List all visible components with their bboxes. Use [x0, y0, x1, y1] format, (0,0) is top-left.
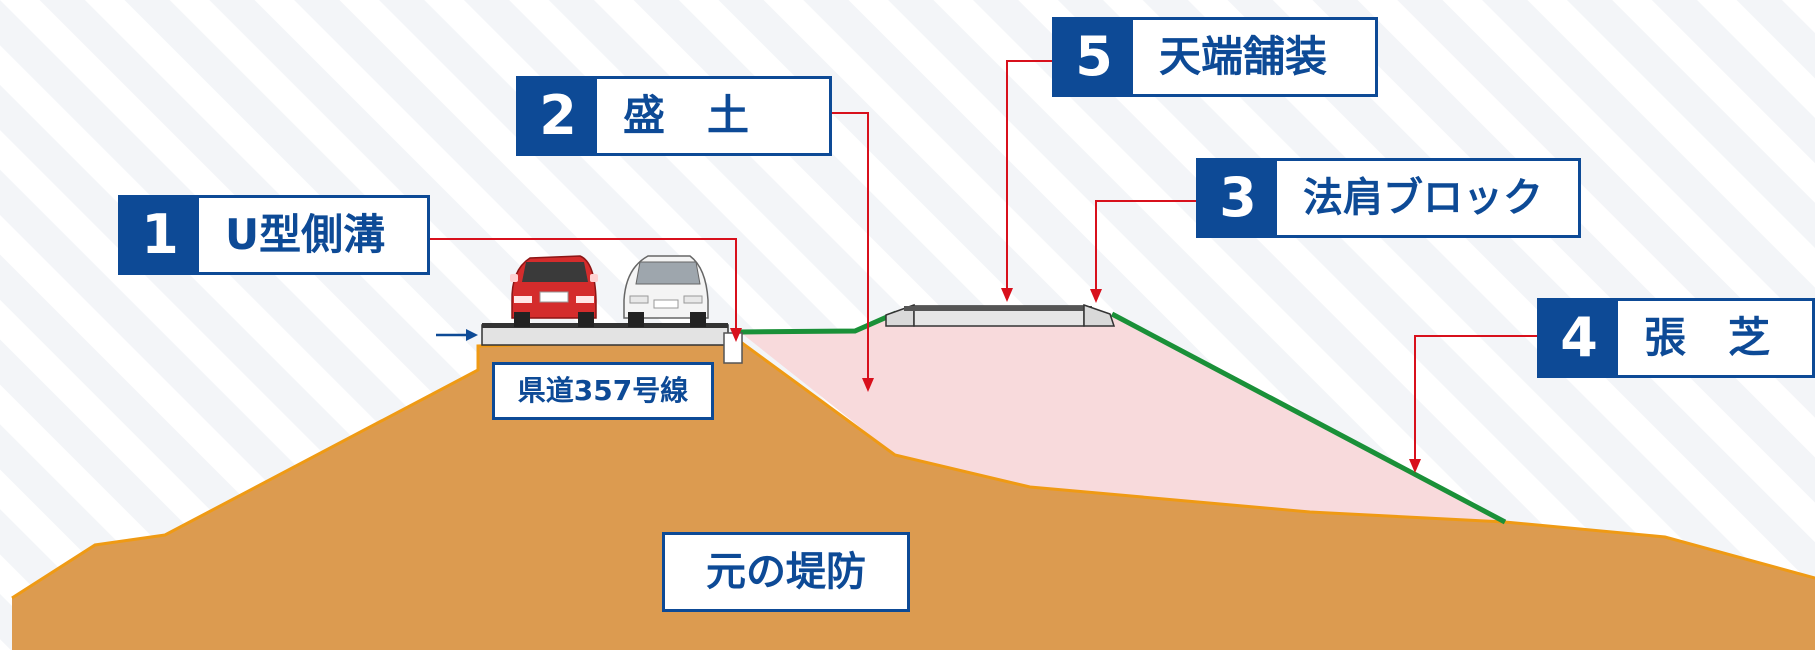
- callout-label: 張 芝: [1644, 313, 1771, 362]
- callout-number: 4: [1540, 301, 1618, 375]
- leader-arrow-3: [1090, 289, 1102, 303]
- leader-line-5: [1006, 60, 1052, 290]
- shoulder-block-right: [1083, 303, 1116, 327]
- callout-u-gutter: 1 U型側溝: [118, 195, 430, 275]
- original-embankment: [12, 340, 1815, 650]
- red-car-icon: [510, 255, 598, 327]
- callout-label: 法肩ブロック: [1303, 175, 1543, 221]
- callout-shoulder-block: 3 法肩ブロック: [1196, 158, 1581, 238]
- leader-arrow-1: [730, 328, 742, 342]
- turf-line: [739, 310, 898, 335]
- leader-line-1: [430, 238, 737, 330]
- callout-fill: 2 盛 土: [516, 76, 832, 156]
- callout-turf: 4 張 芝: [1537, 298, 1815, 378]
- callout-label: 盛 土: [623, 91, 750, 140]
- callout-number: 3: [1199, 161, 1277, 235]
- callout-number: 1: [121, 198, 199, 272]
- turf-slope: [1110, 311, 1507, 525]
- leader-line-2: [832, 112, 869, 380]
- leader-arrow-2: [862, 378, 874, 392]
- callout-label: 天端舗装: [1159, 32, 1328, 81]
- crest-pavement-top: [904, 306, 1092, 311]
- road-asphalt: [482, 323, 728, 328]
- leader-arrow-4: [1409, 459, 1421, 473]
- callout-crest-pavement: 5 天端舗装: [1052, 17, 1378, 97]
- leader-line-4: [1414, 335, 1537, 461]
- callout-number: 2: [519, 79, 597, 153]
- original-embankment-label: 元の堤防: [662, 532, 910, 612]
- road-label: 県道357号線: [492, 362, 714, 420]
- road-arrow-head: [466, 329, 478, 341]
- u-gutter: [723, 332, 743, 364]
- white-car-icon: [623, 255, 709, 327]
- callout-label: U型側溝: [225, 210, 386, 259]
- original-embankment-outline: [11, 338, 1815, 600]
- fill-area: [740, 313, 1505, 522]
- callout-number: 5: [1055, 20, 1133, 94]
- leader-line-3: [1095, 200, 1196, 291]
- leader-arrow-5: [1001, 288, 1013, 302]
